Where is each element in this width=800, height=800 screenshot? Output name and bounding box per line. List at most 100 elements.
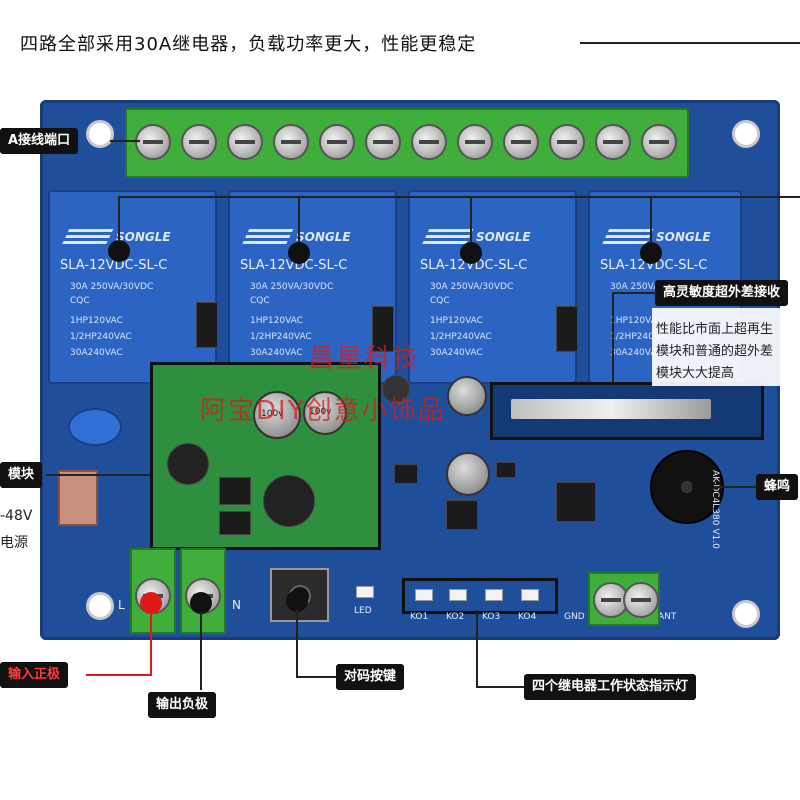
leader-line: [612, 292, 614, 382]
power-source-label: 电源: [0, 535, 28, 551]
sensitivity-desc-box: [652, 308, 800, 386]
screw-icon: [319, 124, 355, 160]
inductor: [167, 443, 209, 485]
capacitor: [253, 391, 301, 439]
relay-spec: 1HP120VAC: [250, 316, 303, 326]
relay-spec: 1HP120VAC: [610, 316, 663, 326]
leader-line: [476, 610, 478, 686]
capacitor-label: 100v: [309, 407, 332, 417]
rf-crystal: [511, 399, 711, 419]
smd-component: [556, 306, 578, 352]
voltage-range: -48V: [0, 508, 33, 524]
smd-component: [496, 462, 516, 478]
capacitor-label: 100v: [261, 409, 284, 419]
power-led: [356, 586, 374, 598]
relay-model: SLA-12VDC-SL-C: [600, 258, 708, 273]
callout-relay-leds: 四个继电器工作状态指示灯: [524, 674, 697, 700]
leader-line: [46, 474, 150, 476]
rf-receiver-module: [490, 382, 764, 440]
callout-output-negative: 输出负极: [148, 692, 217, 718]
leader-line: [298, 196, 300, 242]
relay-spec: 1/2HP240VAC: [430, 332, 492, 342]
callout-module: 模块: [0, 462, 43, 488]
relay-marker-dot: [288, 242, 310, 264]
relay-spec: 30A 250VA/30VDC: [430, 282, 514, 292]
leader-line: [110, 140, 140, 142]
leader-line: [296, 676, 336, 678]
antenna-terminal: [588, 572, 660, 626]
relay-3: SONGLE SLA-12VDC-SL-C 30A 250VA/30VDC CQ…: [408, 190, 577, 384]
screw-icon: [549, 124, 585, 160]
ic-chip: [219, 477, 251, 505]
leader-line: [650, 196, 652, 242]
power-module: 100v 100v: [150, 362, 381, 550]
relay-spec: 1/2HP240VAC: [70, 332, 132, 342]
led-ko4: [521, 589, 539, 601]
watermark-line-1: 昌星科技: [308, 344, 421, 374]
led-name: KO4: [518, 612, 537, 622]
leader-line: [476, 686, 524, 688]
callout-pair-button: 对码按键: [336, 664, 405, 690]
relay-spec: 30A 250VA/30VDC: [70, 282, 154, 292]
relay-cqc: CQC: [250, 296, 270, 306]
leader-line: [200, 612, 202, 690]
callout-terminal-port: A接线端口: [0, 128, 79, 154]
leader-line: [296, 610, 298, 676]
ic-chip: [219, 511, 251, 535]
relay-model: SLA-12VDC-SL-C: [420, 258, 528, 273]
relay-brand: SONGLE: [476, 230, 531, 244]
output-terminal-block: [125, 108, 689, 178]
power-input-terminal: [130, 548, 176, 634]
capacitor: [303, 391, 347, 435]
mount-hole: [86, 120, 114, 148]
mount-hole: [86, 592, 114, 620]
terminal-l-label: L: [118, 598, 125, 612]
buzzer-marker-dot: [692, 476, 714, 498]
relay-spec: 30A240VAC: [70, 348, 123, 358]
led-ko3: [485, 589, 503, 601]
relay-model: SLA-12VDC-SL-C: [240, 258, 348, 273]
relay-model: SLA-12VDC-SL-C: [60, 258, 168, 273]
songle-logo-icon: [62, 228, 114, 244]
relay-brand: SONGLE: [296, 230, 351, 244]
relay-spec: 1/2HP240VAC: [250, 332, 312, 342]
screw-icon: [227, 124, 263, 160]
relay-1: SONGLE SLA-12VDC-SL-C 30A 250VA/30VDC CQ…: [48, 190, 217, 384]
relay-cqc: CQC: [430, 296, 450, 306]
songle-logo-icon: [422, 228, 474, 244]
mount-hole: [732, 120, 760, 148]
relay-spec: 1HP120VAC: [70, 316, 123, 326]
relay-spec: 30A 250VA/30VDC: [610, 282, 694, 292]
screw-icon: [457, 124, 493, 160]
gnd-silk-label: GND: [564, 612, 585, 622]
relay-brand: SONGLE: [656, 230, 711, 244]
relay-marker-dot: [640, 242, 662, 264]
safety-capacitor: [68, 408, 122, 446]
sensitivity-desc-line: 模块和普通的超外差: [656, 344, 774, 359]
screw-icon: [411, 124, 447, 160]
headline: 四路全部采用30A继电器，负载功率更大，性能更稳定: [20, 34, 477, 55]
positive-leader-line: [150, 612, 152, 674]
relay-brand: SONGLE: [116, 230, 171, 244]
watermark-line-2: 阿宝DIY创意小饰品: [200, 396, 446, 426]
headline-rule: [580, 42, 800, 44]
callout-input-positive: 输入正极: [0, 662, 69, 688]
positive-leader-line: [86, 674, 152, 676]
led-ko2: [449, 589, 467, 601]
screw-icon: [365, 124, 401, 160]
relay-spec: 1HP120VAC: [430, 316, 483, 326]
fuse: [58, 470, 98, 526]
negative-marker-dot: [190, 592, 212, 614]
leader-line: [470, 196, 472, 242]
capacitor: [446, 452, 490, 496]
led-name: KO1: [410, 612, 429, 622]
relay-marker-dot: [108, 240, 130, 262]
smd-component: [394, 464, 418, 484]
led-ko1: [415, 589, 433, 601]
relay-bus-line: [120, 196, 800, 198]
relay-spec: 1/2HP240VAC: [610, 332, 672, 342]
smd-component: [196, 302, 218, 348]
screw-icon: [181, 124, 217, 160]
microcontroller-chip: [556, 482, 596, 522]
screw-icon: [641, 124, 677, 160]
